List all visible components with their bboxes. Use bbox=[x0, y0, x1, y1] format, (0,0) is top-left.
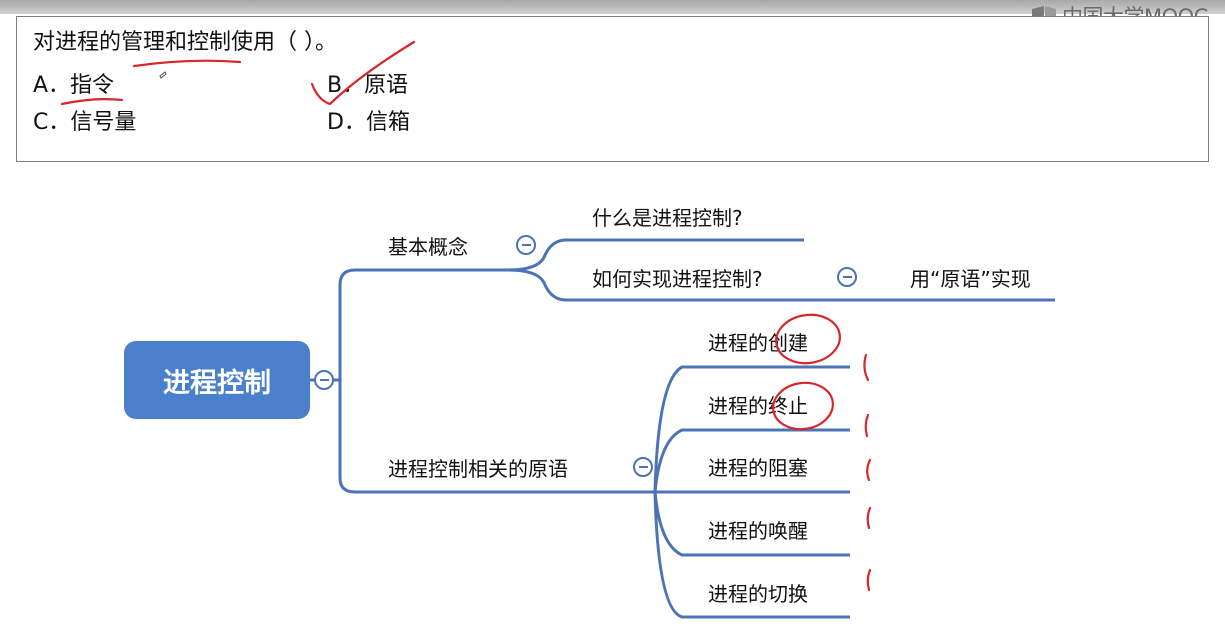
checkmark-icon bbox=[310, 40, 416, 106]
node-related-primitives[interactable]: 进程控制相关的原语 bbox=[388, 457, 568, 481]
top-bar bbox=[0, 0, 1225, 14]
mindmap-root[interactable]: 进程控制 bbox=[124, 341, 310, 419]
underline-instruction bbox=[60, 98, 124, 106]
node-process-termination[interactable]: 进程的终止 bbox=[708, 394, 808, 418]
question-stem: 对进程的管理和控制使用（ ）。 bbox=[33, 30, 337, 55]
node-process-blocking[interactable]: 进程的阻塞 bbox=[708, 456, 808, 480]
circle-termination bbox=[772, 381, 834, 431]
node-what-is-process-control[interactable]: 什么是进程控制? bbox=[592, 206, 743, 230]
pencil-mark bbox=[159, 71, 167, 79]
underline-management bbox=[132, 59, 242, 68]
node-process-creation[interactable]: 进程的创建 bbox=[708, 331, 808, 355]
option-d[interactable]: D．信箱 bbox=[327, 110, 410, 135]
circle-creation bbox=[775, 313, 841, 365]
primitives-collapse-button[interactable] bbox=[633, 457, 653, 477]
node-process-wakeup[interactable]: 进程的唤醒 bbox=[708, 519, 808, 543]
option-a[interactable]: A．指令 bbox=[33, 73, 115, 98]
node-how-to-implement[interactable]: 如何实现进程控制? bbox=[592, 267, 763, 291]
implement-collapse-button[interactable] bbox=[837, 267, 857, 287]
basic-concept-collapse-button[interactable] bbox=[516, 235, 536, 255]
root-collapse-button[interactable] bbox=[314, 370, 334, 390]
question-box: 对进程的管理和控制使用（ ）。 A．指令 B．原语 C．信号量 D．信箱 bbox=[16, 16, 1209, 162]
node-use-primitive[interactable]: 用“原语”实现 bbox=[910, 267, 1031, 291]
node-basic-concept[interactable]: 基本概念 bbox=[388, 235, 468, 259]
node-process-switch[interactable]: 进程的切换 bbox=[708, 582, 808, 606]
option-c[interactable]: C．信号量 bbox=[33, 110, 137, 135]
